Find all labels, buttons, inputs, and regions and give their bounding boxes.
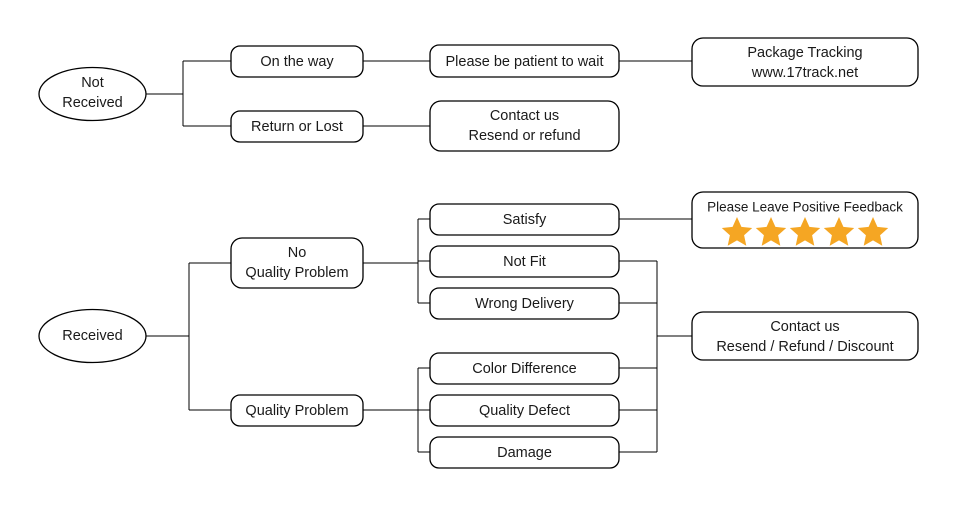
received-ellipse	[38, 308, 147, 364]
star-icon	[823, 217, 855, 246]
damage-box	[429, 436, 620, 469]
wrong-delivery-box	[429, 287, 620, 320]
no-quality-problem-label-line2: Quality Problem	[245, 265, 348, 281]
connector-group-not-received-root	[146, 60, 231, 127]
no-quality-problem-label-line1: No	[288, 245, 307, 261]
quality-problem-box	[230, 394, 364, 427]
star-icon	[755, 217, 787, 246]
node-color-difference[interactable]: Color Difference	[429, 352, 620, 385]
connector-group-quality-problem	[363, 367, 430, 453]
package-tracking-box	[691, 37, 919, 87]
return-or-lost-box	[230, 110, 364, 143]
contact-resend-refund-discount-box	[691, 311, 919, 361]
received-label: Received	[62, 328, 122, 344]
positive-feedback-label: Please Leave Positive Feedback	[707, 200, 903, 215]
damage-label: Damage	[497, 445, 552, 461]
on-the-way-box	[230, 45, 364, 78]
wrong-delivery-label: Wrong Delivery	[475, 296, 575, 312]
node-wrong-delivery[interactable]: Wrong Delivery	[429, 287, 620, 320]
not-received-label-line2: Received	[62, 95, 122, 111]
contact-resend-refund-label-line1: Contact us	[490, 108, 559, 124]
node-positive-feedback[interactable]: Please Leave Positive Feedback	[691, 191, 919, 249]
connector-group-merge-to-contact	[619, 260, 692, 453]
contact-resend-refund-label-line2: Resend or refund	[468, 128, 580, 144]
star-rating[interactable]	[721, 217, 889, 246]
node-please-be-patient[interactable]: Please be patient to wait	[429, 44, 620, 78]
not-received-ellipse	[38, 66, 147, 122]
please-be-patient-label: Please be patient to wait	[446, 54, 604, 70]
package-tracking-label-line1: Package Tracking	[747, 45, 862, 61]
node-return-or-lost[interactable]: Return or Lost	[230, 110, 364, 143]
node-not-received[interactable]: Not Received	[38, 66, 147, 122]
branch-received: Received No Quality Problem Quality Prob…	[38, 191, 919, 469]
star-icon	[721, 217, 753, 246]
satisfy-box	[429, 203, 620, 236]
quality-defect-label: Quality Defect	[479, 403, 570, 419]
return-or-lost-label: Return or Lost	[251, 119, 343, 135]
connector-group-no-quality-problem	[363, 218, 430, 304]
quality-problem-label: Quality Problem	[245, 403, 348, 419]
color-difference-box	[429, 352, 620, 385]
on-the-way-label: On the way	[260, 54, 334, 70]
quality-defect-box	[429, 394, 620, 427]
node-quality-defect[interactable]: Quality Defect	[429, 394, 620, 427]
package-tracking-label-line2: www.17track.net	[751, 65, 858, 81]
node-contact-resend-refund[interactable]: Contact us Resend or refund	[429, 100, 620, 152]
node-package-tracking[interactable]: Package Tracking www.17track.net	[691, 37, 919, 87]
node-on-the-way[interactable]: On the way	[230, 45, 364, 78]
connector-group-received-root	[146, 262, 231, 411]
node-satisfy[interactable]: Satisfy	[429, 203, 620, 236]
not-received-label-line1: Not	[81, 75, 104, 91]
node-contact-resend-refund-discount[interactable]: Contact us Resend / Refund / Discount	[691, 311, 919, 361]
not-fit-box	[429, 245, 620, 278]
no-quality-problem-box	[230, 237, 364, 289]
not-fit-label: Not Fit	[503, 254, 546, 270]
color-difference-label: Color Difference	[472, 361, 577, 377]
contact-resend-refund-discount-label-line1: Contact us	[770, 319, 839, 335]
node-not-fit[interactable]: Not Fit	[429, 245, 620, 278]
star-icon	[789, 217, 821, 246]
node-damage[interactable]: Damage	[429, 436, 620, 469]
node-received[interactable]: Received	[38, 308, 147, 364]
contact-resend-refund-discount-label-line2: Resend / Refund / Discount	[716, 339, 893, 355]
contact-resend-refund-box	[429, 100, 620, 152]
star-icon	[857, 217, 889, 246]
branch-not-received: Not Received On the way Return or Lost P…	[38, 37, 919, 152]
node-quality-problem[interactable]: Quality Problem	[230, 394, 364, 427]
satisfy-label: Satisfy	[503, 212, 547, 228]
node-no-quality-problem[interactable]: No Quality Problem	[230, 237, 364, 289]
please-be-patient-box	[429, 44, 620, 78]
